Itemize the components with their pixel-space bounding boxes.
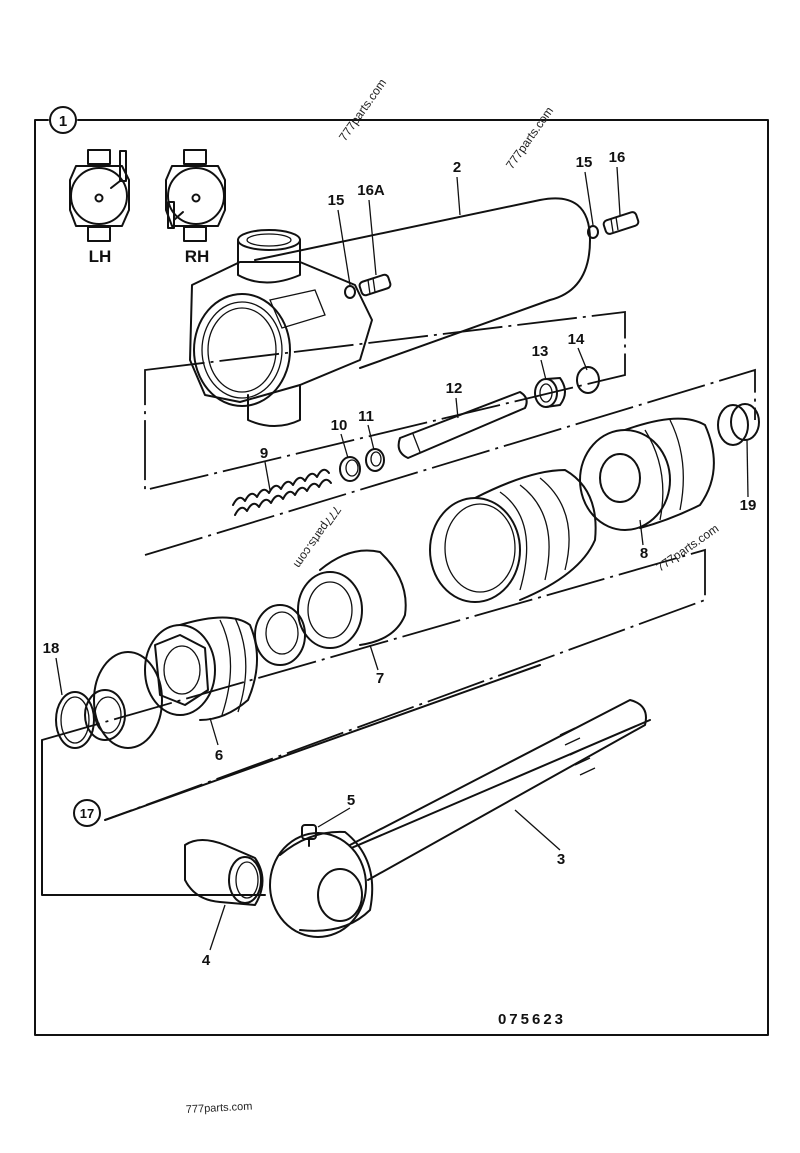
fitting-16a bbox=[358, 273, 392, 297]
lh-orientation-icon bbox=[69, 149, 130, 242]
circlip-14 bbox=[576, 366, 600, 394]
seal-stack bbox=[254, 604, 306, 666]
bush-4 bbox=[184, 839, 264, 906]
part-label-8: 8 bbox=[640, 545, 648, 562]
part-label-17: 17 bbox=[80, 806, 94, 821]
watermark-2: 777parts.com bbox=[503, 104, 556, 172]
part-labels: 2 15 16A 15 16 12 13 14 10 11 9 8 19 7 6… bbox=[43, 149, 757, 969]
seal-kit-callout-17 bbox=[73, 799, 101, 827]
lh-label: LH bbox=[89, 247, 112, 266]
piston-rod-3 bbox=[269, 699, 647, 938]
fitting-16 bbox=[602, 211, 640, 235]
gland-nut-6 bbox=[144, 616, 259, 721]
washer-10 bbox=[339, 456, 361, 482]
watermark-4: 777parts.com bbox=[654, 521, 722, 574]
part-label-4: 4 bbox=[202, 952, 211, 969]
o-ring-15-left bbox=[344, 285, 356, 299]
part-label-11: 11 bbox=[358, 408, 374, 425]
o-ring-large bbox=[93, 651, 163, 749]
figure-number: 1 bbox=[59, 113, 67, 130]
part-label-10: 10 bbox=[331, 417, 348, 434]
part-label-16a: 16A bbox=[357, 182, 385, 199]
grease-nipple-5 bbox=[301, 824, 317, 847]
rh-label: RH bbox=[185, 247, 210, 266]
part-label-16: 16 bbox=[609, 149, 626, 166]
gland-7 bbox=[297, 549, 407, 649]
part-label-12: 12 bbox=[446, 380, 463, 397]
washer-11 bbox=[365, 448, 385, 472]
seal-19 bbox=[717, 403, 760, 446]
part-label-9: 9 bbox=[260, 445, 268, 462]
figure-number-callout: 1 bbox=[49, 106, 77, 134]
o-ring-15-right bbox=[587, 225, 599, 239]
part-label-3: 3 bbox=[557, 851, 565, 868]
part-label-7: 7 bbox=[376, 670, 384, 687]
part-label-5: 5 bbox=[347, 792, 355, 809]
part-label-14: 14 bbox=[568, 331, 585, 348]
sleeve-assembly bbox=[429, 469, 597, 603]
part-label-19: 19 bbox=[740, 497, 757, 514]
part-label-13: 13 bbox=[532, 343, 549, 360]
piston-8 bbox=[579, 417, 715, 531]
pin-12 bbox=[397, 391, 528, 459]
ring-pair bbox=[84, 689, 126, 741]
watermark-1: 777parts.com bbox=[336, 76, 389, 144]
wiper-seal-18 bbox=[55, 691, 95, 749]
spring-9 bbox=[232, 468, 332, 516]
assembly-centerlines bbox=[41, 310, 756, 896]
drawing-code: 075623 bbox=[498, 1011, 566, 1028]
part-label-15-right: 15 bbox=[576, 154, 593, 171]
leader-lines bbox=[55, 166, 749, 951]
part-label-2: 2 bbox=[453, 159, 461, 176]
rh-orientation-icon bbox=[165, 149, 226, 242]
part-label-6: 6 bbox=[215, 747, 223, 764]
figure-frame bbox=[34, 119, 769, 1036]
part-label-15-left: 15 bbox=[328, 192, 345, 209]
cylinder-barrel bbox=[189, 197, 591, 427]
watermark-footer: 777parts.com bbox=[186, 1101, 253, 1116]
watermark-3: 777parts.com bbox=[291, 503, 344, 571]
part-label-18: 18 bbox=[43, 640, 60, 657]
